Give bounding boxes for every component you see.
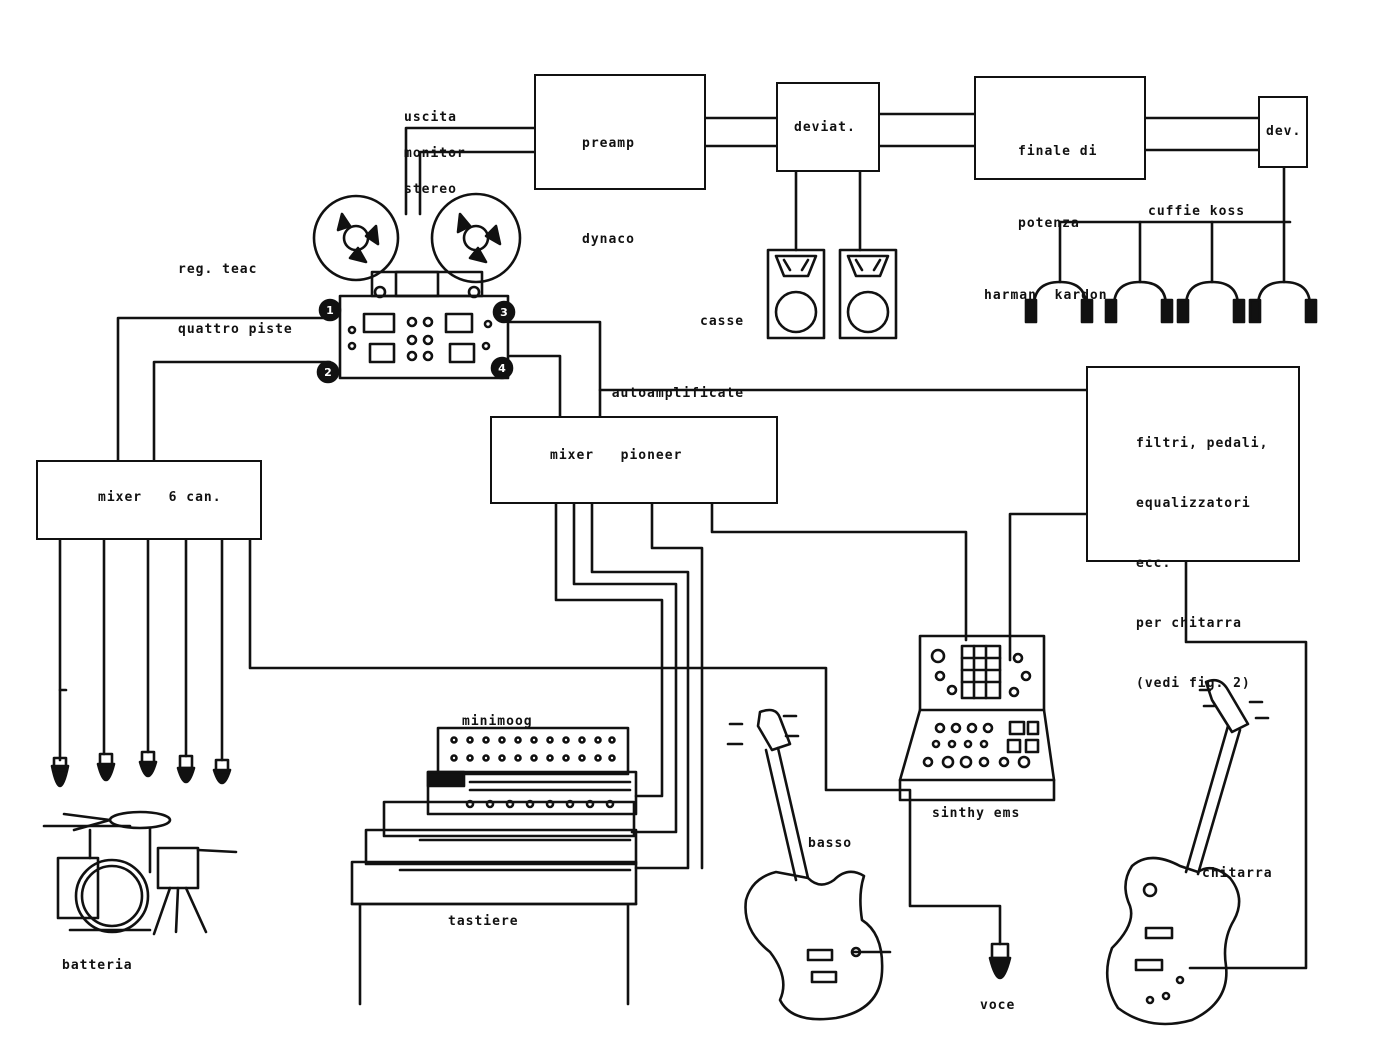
cuffie-label: cuffie koss — [1148, 204, 1246, 219]
mixer6-label: mixer 6 can. — [98, 490, 222, 505]
preamp-label: preamp dynaco — [582, 104, 635, 264]
mixer6-box — [36, 460, 262, 540]
filtri-label: filtri, pedali, equalizzatori ecc. per c… — [1136, 394, 1268, 714]
filtri-box — [1086, 366, 1300, 562]
deviat-label: deviat. — [794, 120, 856, 135]
teac-label: reg. teac quattro piste — [178, 220, 293, 360]
batteria-label: batteria — [62, 958, 133, 973]
preamp-line1: preamp — [582, 136, 635, 151]
electric-guitar-icon — [1105, 678, 1270, 1026]
uscita-line3: stereo — [404, 182, 457, 197]
filtri-line2: equalizzatori — [1136, 496, 1251, 511]
microphone-icon — [50, 688, 1012, 980]
finale-label: finale di potenza harman kardon — [984, 92, 1108, 332]
casse-line1: casse — [700, 314, 745, 329]
dev-box — [1258, 96, 1308, 168]
deviat-box — [776, 82, 880, 172]
signal-cables — [58, 112, 1308, 970]
headphones-icon — [1024, 280, 1318, 324]
track-number-3: 3 — [500, 306, 508, 319]
finale-box — [974, 76, 1146, 180]
keyboard-stack-icon — [350, 726, 638, 1006]
casse-line2: autoamplificate — [611, 386, 745, 401]
synth-ems-icon — [898, 634, 1056, 802]
finale-line2: potenza — [1018, 216, 1080, 231]
filtri-line3: ecc. — [1136, 556, 1172, 571]
basso-label: basso — [808, 836, 853, 851]
sinthy-label: sinthy ems — [932, 806, 1021, 821]
track-number-1: 1 — [326, 304, 334, 317]
finale-line1: finale di — [1018, 144, 1098, 159]
preamp-line2: dynaco — [582, 232, 635, 247]
voce-label: voce — [980, 998, 1016, 1013]
filtri-line4: per chitarra — [1136, 616, 1242, 631]
track-number-4: 4 — [498, 362, 506, 375]
speaker-icon — [766, 248, 898, 340]
teac-line1: reg. teac — [178, 262, 258, 277]
minimoog-label: minimoog — [462, 714, 533, 729]
preamp-box — [534, 74, 706, 190]
tastiere-label: tastiere — [448, 914, 519, 929]
uscita-line1: uscita — [404, 110, 457, 125]
bass-guitar-icon — [726, 708, 884, 1021]
uscita-monitor-label: uscita monitor stereo — [404, 88, 466, 208]
finale-line3: harman kardon — [984, 288, 1108, 303]
pioneer-box — [490, 416, 778, 504]
uscita-line2: monitor — [404, 146, 466, 161]
track-number-2: 2 — [324, 366, 332, 379]
pioneer-label: mixer pioneer — [550, 448, 683, 463]
tape-recorder-icon — [312, 192, 522, 380]
teac-line2: quattro piste — [178, 322, 293, 337]
chitarra-label: chitarra — [1202, 866, 1273, 881]
drum-kit-icon — [42, 810, 238, 936]
track-number-markers — [316, 298, 516, 384]
casse-label: casse autoamplificate — [606, 262, 744, 430]
filtri-line5: (vedi fig. 2) — [1136, 676, 1251, 691]
dev-label: dev. — [1266, 124, 1302, 139]
filtri-line1: filtri, pedali, — [1136, 436, 1269, 451]
